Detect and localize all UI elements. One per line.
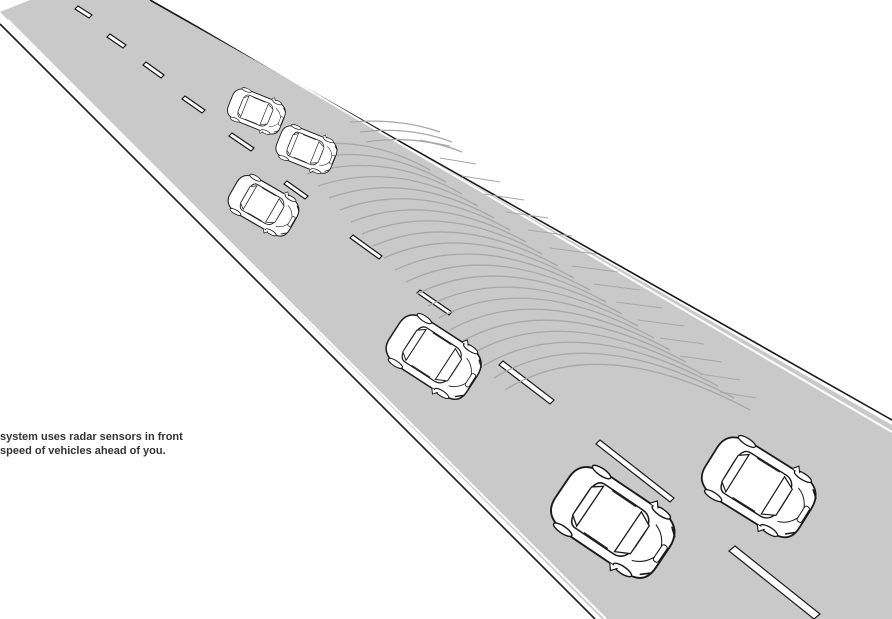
caption-line-1: system uses radar sensors in front — [0, 430, 240, 444]
caption-text: system uses radar sensors in front speed… — [0, 430, 240, 458]
caption-line-2: speed of vehicles ahead of you. — [0, 444, 240, 458]
